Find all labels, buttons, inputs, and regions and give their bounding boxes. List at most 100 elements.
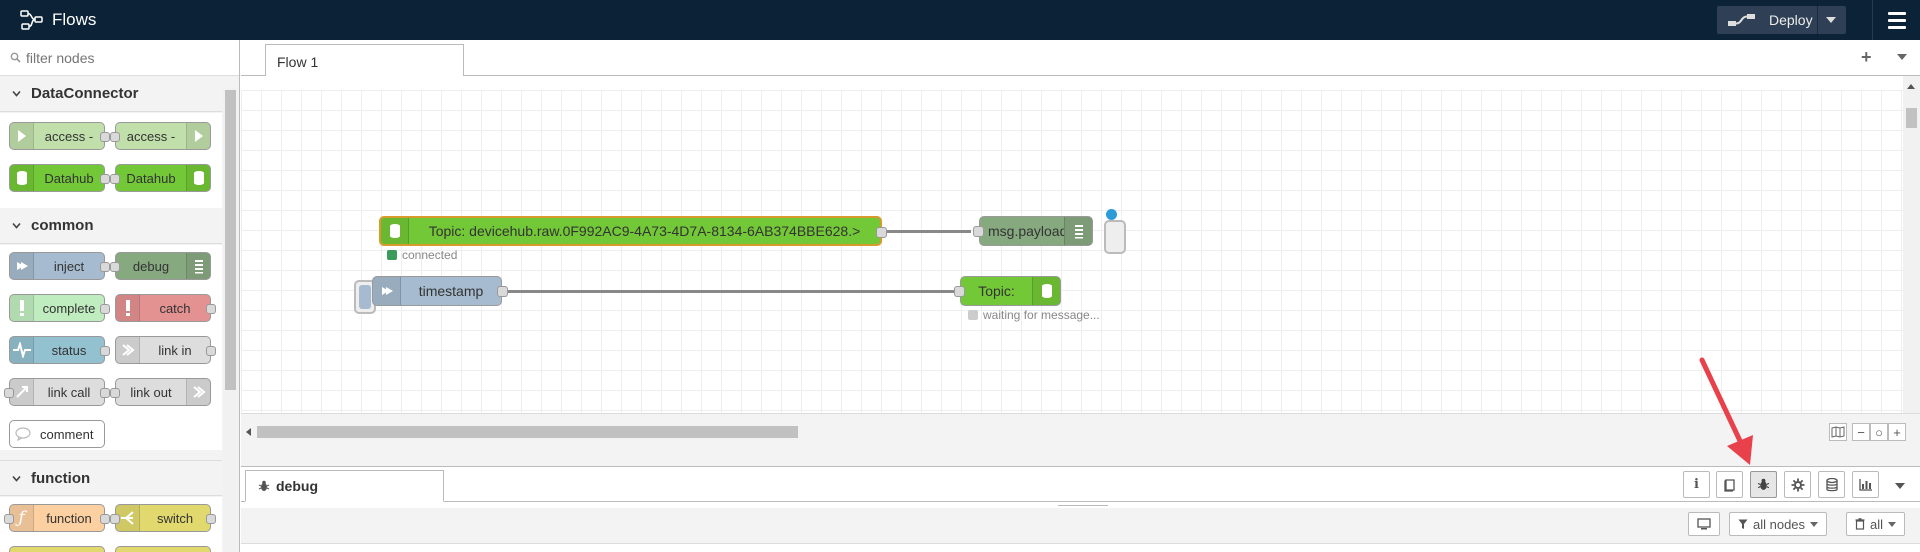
debug-open-window-button[interactable]	[1688, 512, 1720, 536]
sidebar-menu-caret-icon[interactable]	[1895, 483, 1905, 489]
input-port	[4, 514, 14, 524]
palette-node-debug[interactable]: debug	[110, 252, 211, 280]
input-port[interactable]	[954, 286, 965, 297]
palette-node-switch[interactable]: switch	[110, 504, 216, 532]
hamburger-icon	[1887, 11, 1906, 15]
flow-list-caret-icon[interactable]	[1897, 54, 1907, 60]
flow-node-inject-timestamp[interactable]: timestamp	[372, 276, 508, 306]
zoom-in-button[interactable]: +	[1888, 423, 1906, 441]
changed-indicator-dot	[1106, 209, 1117, 220]
input-port	[110, 514, 120, 524]
palette-node-catch[interactable]: catch	[115, 294, 216, 322]
output-port	[100, 132, 110, 142]
palette-node-datahub-out[interactable]: Datahub	[110, 164, 211, 192]
deploy-divider	[1817, 6, 1818, 34]
palette-node-datahub-in[interactable]: Datahub	[9, 164, 110, 192]
tab-debug[interactable]: debug	[245, 470, 444, 502]
output-port	[100, 346, 110, 356]
wire[interactable]	[500, 290, 979, 293]
inject-arrow-icon	[381, 287, 393, 295]
sidebar-config-button[interactable]	[1784, 471, 1811, 498]
palette-scrollbar-thumb[interactable]	[225, 90, 236, 390]
switch-icon	[120, 511, 134, 525]
deploy-options-caret-icon[interactable]	[1826, 17, 1836, 23]
flow-node-datahub-publisher[interactable]: Topic:	[954, 276, 1061, 306]
palette-node-access-in[interactable]: access -	[9, 122, 110, 150]
flow-node-debug-msg-payload[interactable]: msg.payload	[973, 216, 1093, 246]
book-icon	[1723, 478, 1735, 492]
database-icon	[389, 224, 400, 238]
output-port[interactable]	[497, 286, 508, 297]
sidebar-context-button[interactable]	[1818, 471, 1845, 498]
palette-node-label: link call	[47, 384, 91, 400]
category-header-dataconnector[interactable]: DataConnector	[0, 76, 222, 112]
sidebar-info-button[interactable]: i	[1683, 471, 1710, 498]
sidebar-dashboard-button[interactable]	[1852, 471, 1879, 498]
debug-clear-button[interactable]: all	[1846, 512, 1906, 536]
input-port	[110, 262, 120, 272]
palette-node-function[interactable]: ƒ function	[4, 504, 110, 532]
category-label: DataConnector	[31, 85, 139, 102]
input-port[interactable]	[973, 226, 984, 237]
palette-node-complete[interactable]: complete	[9, 294, 110, 322]
comment-icon	[15, 427, 31, 441]
palette-node-link-in[interactable]: link in	[115, 336, 216, 364]
link-call-icon	[15, 386, 28, 398]
category-header-function[interactable]: function	[0, 460, 222, 496]
debug-toggle-button[interactable]	[1104, 220, 1126, 254]
chevron-down-icon	[12, 475, 21, 482]
canvas-horizontal-scrollbar-thumb[interactable]	[257, 426, 798, 438]
inject-arrow-icon	[16, 262, 28, 270]
database-icon	[1041, 284, 1052, 298]
canvas-footer	[241, 413, 1920, 466]
flow-node-label: msg.payload	[988, 223, 1064, 239]
zoom-out-button[interactable]: −	[1852, 423, 1870, 441]
palette-node-label: comment	[40, 426, 94, 442]
palette-node-inject[interactable]: inject	[9, 252, 110, 280]
flow-node-label: Topic:	[978, 283, 1015, 299]
category-header-common[interactable]: common	[0, 208, 222, 244]
add-flow-button[interactable]: +	[1861, 47, 1872, 67]
palette-node-label: switch	[156, 510, 194, 526]
output-port	[100, 304, 110, 314]
zoom-reset-button[interactable]: ○	[1870, 423, 1888, 441]
scroll-left-arrow-icon[interactable]	[246, 428, 251, 436]
database-icon	[1825, 477, 1838, 491]
palette-filter-input[interactable]	[26, 49, 226, 66]
tab-flow-1[interactable]: Flow 1	[265, 44, 464, 77]
palette-node-label: link in	[158, 342, 192, 358]
category-label: common	[31, 217, 94, 234]
deploy-icon	[1728, 14, 1755, 26]
canvas-vertical-scrollbar-thumb[interactable]	[1906, 108, 1917, 128]
palette-node-link-out[interactable]: link out	[110, 378, 211, 406]
palette-node-status[interactable]: status	[9, 336, 110, 364]
palette-node-next-1[interactable]	[9, 546, 105, 552]
palette-node-next-2[interactable]	[115, 546, 211, 552]
flow-node-datahub-subscriber[interactable]: Topic: devicehub.raw.0F992AC9-4A73-4D7A-…	[379, 216, 887, 246]
debug-filter-button[interactable]: all nodes	[1729, 512, 1828, 536]
sidebar-debug-button[interactable]	[1750, 471, 1777, 498]
desktop-icon	[1697, 518, 1711, 530]
palette-node-access-out[interactable]: access -	[110, 122, 211, 150]
chevron-down-icon	[1888, 521, 1897, 527]
main-menu-button[interactable]	[1872, 0, 1920, 40]
bug-icon	[258, 480, 270, 491]
filter-icon	[1738, 519, 1748, 529]
palette-node-label: inject	[53, 258, 85, 274]
palette-node-comment[interactable]: comment	[9, 420, 105, 448]
output-port[interactable]	[876, 227, 887, 238]
palette-node-link-call[interactable]: link call	[4, 378, 110, 406]
output-port	[100, 388, 110, 398]
wire[interactable]	[881, 230, 971, 233]
scroll-up-arrow-icon[interactable]	[1907, 84, 1915, 89]
flow-canvas[interactable]: Topic: devicehub.raw.0F992AC9-4A73-4D7A-…	[241, 90, 1903, 413]
sidebar-help-button[interactable]	[1716, 471, 1743, 498]
trash-icon	[1855, 518, 1865, 530]
link-out-icon	[192, 386, 206, 398]
canvas-vertical-scrollbar[interactable]	[1903, 76, 1920, 413]
annotation-arrow-icon	[1699, 357, 1753, 465]
deploy-button[interactable]: Deploy	[1717, 6, 1846, 34]
search-icon	[10, 52, 21, 63]
palette-node-label: function	[46, 510, 92, 526]
navigator-button[interactable]	[1829, 423, 1847, 441]
